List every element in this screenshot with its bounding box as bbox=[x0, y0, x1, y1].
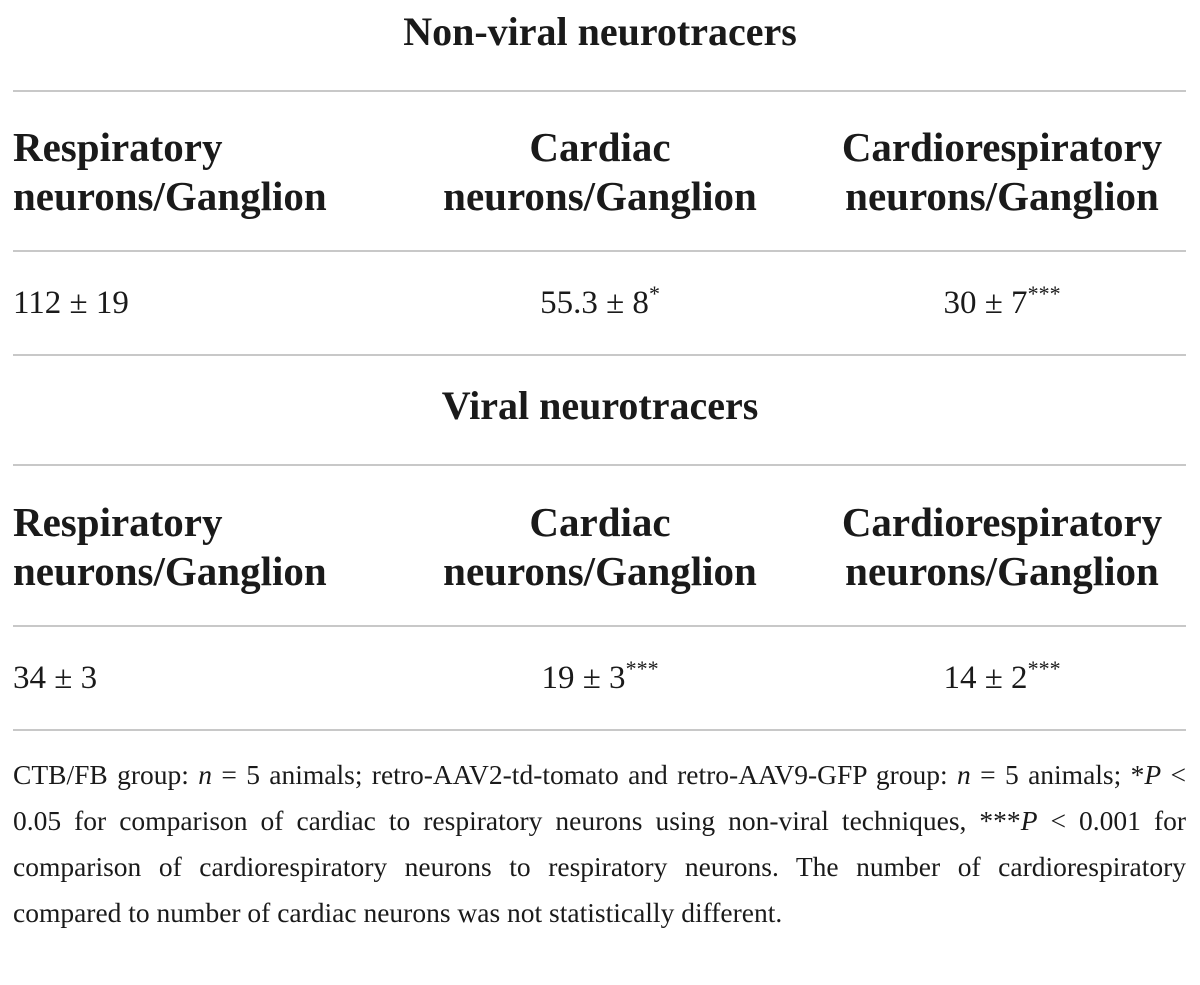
table-footnote: CTB/FB group: n = 5 animals; retro-AAV2-… bbox=[13, 759, 1187, 928]
divider bbox=[13, 250, 1186, 252]
divider bbox=[13, 354, 1186, 356]
divider bbox=[13, 90, 1186, 92]
value-cardiac: 19 ± 3*** bbox=[541, 656, 659, 696]
value-cardiac: 55.3 ± 8* bbox=[540, 281, 660, 321]
header-cardiac: Cardiac neurons/Ganglion bbox=[443, 499, 757, 594]
header-respiratory: Respiratory neurons/Ganglion bbox=[13, 499, 327, 594]
divider bbox=[13, 464, 1186, 466]
value-cardiorespiratory: 30 ± 7*** bbox=[943, 281, 1061, 321]
section-title-non-viral: Non-viral neurotracers bbox=[403, 9, 797, 54]
value-cardiorespiratory: 14 ± 2*** bbox=[943, 656, 1061, 696]
header-respiratory: Respiratory neurons/Ganglion bbox=[13, 124, 327, 219]
header-cardiac: Cardiac neurons/Ganglion bbox=[443, 124, 757, 219]
section-title-viral: Viral neurotracers bbox=[441, 383, 759, 428]
divider bbox=[13, 625, 1186, 627]
header-cardiorespiratory: Cardiorespiratory neurons/Ganglion bbox=[841, 124, 1163, 219]
divider bbox=[13, 729, 1186, 731]
value-respiratory: 34 ± 3 bbox=[13, 660, 98, 696]
value-respiratory: 112 ± 19 bbox=[13, 285, 129, 321]
header-cardiorespiratory: Cardiorespiratory neurons/Ganglion bbox=[841, 499, 1163, 594]
